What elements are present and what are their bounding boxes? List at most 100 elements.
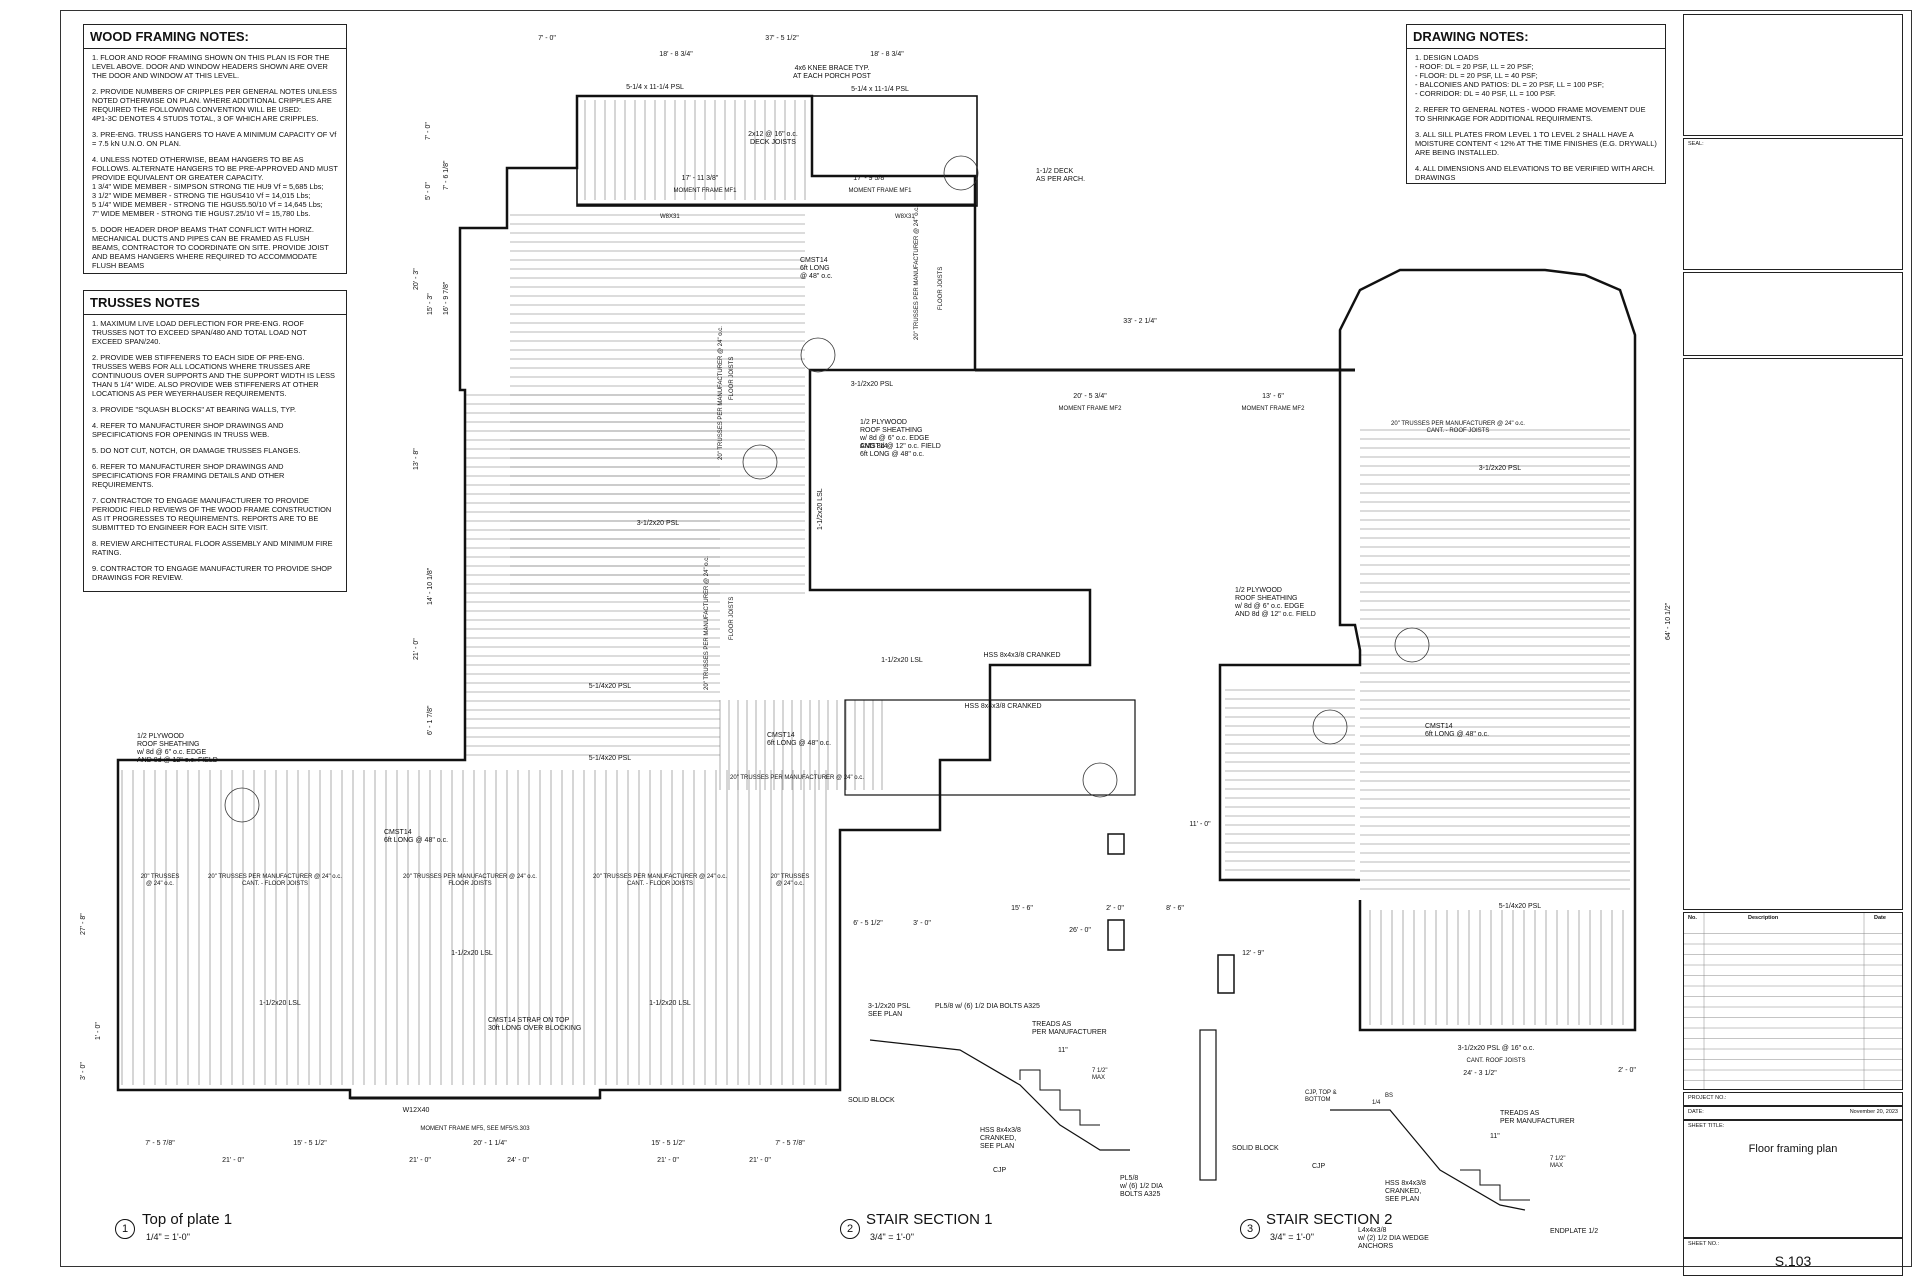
- tb-seal: SEAL:: [1683, 138, 1903, 270]
- dimension-label: 18' - 8 3/4": [870, 51, 904, 58]
- tb-cell-top: [1683, 14, 1903, 136]
- rev-header-no: No.: [1688, 915, 1697, 921]
- sheathing-marker-circle: [742, 444, 778, 480]
- beam-label: 3-1/2x20 PSL: [637, 520, 680, 527]
- stair-label: PL5/8 w/ (6) 1/2 DIA BOLTS A325: [935, 1003, 1040, 1010]
- dimension-label: 24' - 0": [507, 1157, 529, 1164]
- stair-label: CJP, TOP &BOTTOM: [1305, 1090, 1337, 1103]
- dimension-label: 18' - 8 3/4": [659, 51, 693, 58]
- dimension-label: 15' - 5 1/2": [293, 1140, 327, 1147]
- floor-joists-label: FLOOR JOISTS: [729, 597, 735, 640]
- dimension-label: 11": [1058, 1047, 1068, 1054]
- truss-label: 20" TRUSSES PER MANUFACTURER @ 24" o.c.F…: [403, 874, 537, 887]
- dimension-label: 33' - 2 1/4": [1123, 318, 1157, 325]
- stair-label: SOLID BLOCK: [1232, 1145, 1279, 1152]
- sheathing-marker-circle: [800, 337, 836, 373]
- rev-header-date: Date: [1874, 915, 1886, 921]
- note-item: 4. UNLESS NOTED OTHERWISE, BEAM HANGERS …: [92, 155, 338, 218]
- dimension-label: 2' - 0": [1106, 905, 1124, 912]
- dimension-label: 3' - 0": [913, 920, 931, 927]
- note-item: 4. ALL DIMENSIONS AND ELEVATIONS TO BE V…: [1415, 164, 1655, 182]
- note-item: 1. MAXIMUM LIVE LOAD DEFLECTION FOR PRE-…: [92, 319, 307, 346]
- truss-label: 20" TRUSSES@ 24" o.c.: [141, 874, 180, 887]
- truss-label: 20" TRUSSES PER MANUFACTURER @ 24" o.c.C…: [208, 874, 342, 887]
- dimension-label: 15' - 3": [427, 293, 434, 315]
- dimension-label: 15' - 5 1/2": [651, 1140, 685, 1147]
- dimension-label: 7' - 5 7/8": [145, 1140, 175, 1147]
- dimension-label: 21' - 0": [657, 1157, 679, 1164]
- note-item: 5. DO NOT CUT, NOTCH, OR DAMAGE TRUSSES …: [92, 446, 301, 455]
- column-pad-b: [1107, 919, 1125, 951]
- truss-label: 20" TRUSSES PER MANUFACTURER @ 24" o.c.: [718, 326, 724, 460]
- trusses-notes-title: TRUSSES NOTES: [84, 291, 346, 315]
- deck-joists-label: 2x12 @ 16" o.c.DECK JOISTS: [748, 131, 798, 146]
- plan-outline: [116, 94, 1092, 1100]
- truss-label: 20" TRUSSES PER MANUFACTURER @ 24" o.c.: [730, 775, 864, 781]
- dimension-label: 1' - 0": [95, 1022, 102, 1040]
- drawing-notes-list: 1. DESIGN LOADS - ROOF: DL = 20 PSF, LL …: [1407, 49, 1665, 193]
- truss-label: 20" TRUSSES@ 24" o.c.: [771, 874, 810, 887]
- dimension-label: 20' - 3": [413, 268, 420, 290]
- stair-label: CJP: [993, 1167, 1007, 1174]
- note-item: 5. DOOR HEADER DROP BEAMS THAT CONFLICT …: [92, 225, 329, 270]
- wood-framing-notes-list: 1. FLOOR AND ROOF FRAMING SHOWN ON THIS …: [84, 49, 346, 281]
- dimension-label: 7' - 5 7/8": [775, 1140, 805, 1147]
- dimension-label: 21' - 0": [413, 638, 420, 660]
- tb-cell-a: [1683, 272, 1903, 356]
- dimension-label: 11": [1490, 1133, 1500, 1140]
- view-title-3-text: STAIR SECTION 2: [1266, 1211, 1393, 1228]
- dimension-label: 20' - 1 1/4": [473, 1140, 507, 1147]
- stair2-treads: [1460, 1169, 1530, 1201]
- sheathing-marker-circle: [1312, 709, 1348, 745]
- note-item: 3. PROVIDE "SQUASH BLOCKS" AT BEARING WA…: [92, 405, 297, 414]
- dimension-label: 6' - 1 7/8": [427, 705, 434, 735]
- note-item: 3. PRE-ENG. TRUSS HANGERS TO HAVE A MINI…: [92, 130, 337, 148]
- dimension-label: 5' - 0": [425, 182, 432, 200]
- tb-sheet-title: SHEET TITLE: Floor framing plan: [1683, 1120, 1903, 1238]
- view-number-3: 3: [1240, 1219, 1260, 1239]
- sheet-no-label: SHEET NO.:: [1688, 1241, 1720, 1247]
- beam-label: 1-1/2x20 LSL: [817, 488, 824, 530]
- revision-grid: [1684, 913, 1902, 1089]
- note-item: 7. CONTRACTOR TO ENGAGE MANUFACTURER TO …: [92, 496, 332, 532]
- stair1-landing: [1199, 1029, 1217, 1181]
- truss-label: CANT. ROOF JOISTS: [1466, 1058, 1525, 1064]
- note-item: 4. REFER TO MANUFACTURER SHOP DRAWINGS A…: [92, 421, 284, 439]
- title-block: SEAL: No. Description Date PROJECT NO.: …: [1683, 14, 1903, 1276]
- sheathing-marker-circle: [1394, 627, 1430, 663]
- dimension-label: 13' - 6": [1262, 393, 1284, 400]
- view-scale-3: 3/4" = 1'-0": [1270, 1232, 1314, 1242]
- beam-label: 1-1/2x20 LSL: [451, 950, 493, 957]
- dimension-label: 11' - 0": [1189, 821, 1211, 828]
- dimension-label: 37' - 5 1/2": [765, 35, 799, 42]
- dimension-label: 2' - 0": [1618, 1067, 1636, 1074]
- stair-label: SOLID BLOCK: [848, 1097, 895, 1104]
- dimension-label: 7 1/2"MAX: [1550, 1156, 1565, 1169]
- note-item: 2. PROVIDE NUMBERS OF CRIPPLES PER GENER…: [92, 87, 337, 123]
- sheathing-marker-circle: [1082, 762, 1118, 798]
- dimension-label: 14' - 10 1/8": [427, 567, 434, 605]
- beam-label: 1-1/2x20 LSL: [881, 657, 923, 664]
- dimension-label: 27' - 8": [80, 913, 87, 935]
- stair1-stringer: [869, 1039, 1130, 1151]
- revision-table: No. Description Date: [1683, 912, 1903, 1090]
- dimension-label: 15' - 6": [1011, 905, 1033, 912]
- beam-label: 1-1/2x20 LSL: [649, 1000, 691, 1007]
- tb-sheet-no: SHEET NO.: S.103: [1683, 1238, 1903, 1276]
- truss-label: 20" TRUSSES PER MANUFACTURER @ 24" o.c.C…: [593, 874, 727, 887]
- dimension-label: 17' - 11 3/8": [682, 175, 719, 182]
- stair2-stringer: [1330, 1109, 1526, 1211]
